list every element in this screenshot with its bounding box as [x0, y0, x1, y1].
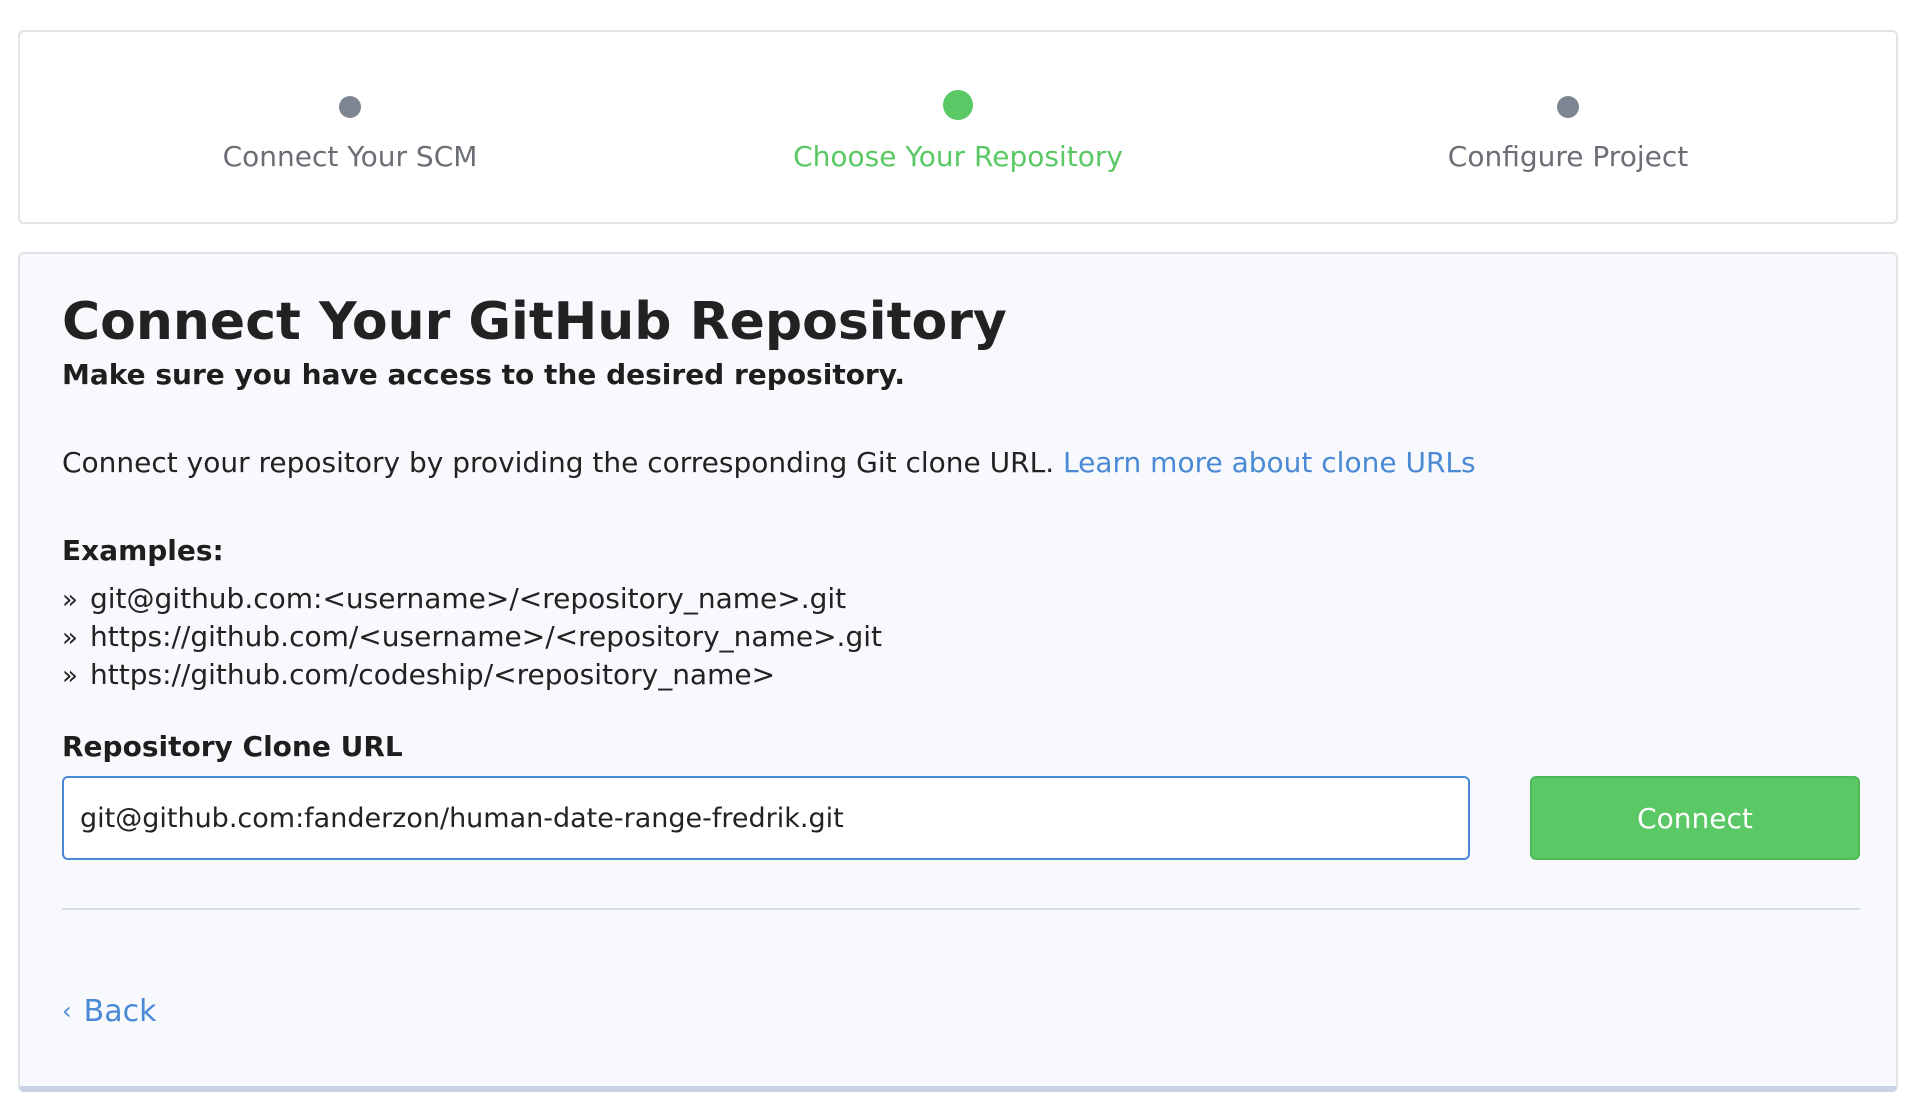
- divider: [62, 908, 1860, 910]
- learn-more-link[interactable]: Learn more about clone URLs: [1063, 446, 1476, 479]
- step-choose-repository[interactable]: Choose Your Repository: [658, 32, 1258, 222]
- example-url: https://github.com/codeship/<repository_…: [90, 658, 776, 691]
- clone-url-input[interactable]: [62, 776, 1470, 860]
- description: Connect your repository by providing the…: [62, 446, 1476, 479]
- list-item: » https://github.com/codeship/<repository…: [62, 656, 882, 694]
- back-label: Back: [83, 994, 157, 1029]
- step-label: Connect Your SCM: [222, 140, 478, 173]
- bullet-icon: »: [62, 661, 78, 691]
- step-dot-icon: [1557, 96, 1579, 118]
- step-label: Choose Your Repository: [793, 140, 1123, 173]
- step-dot-active-icon: [943, 90, 973, 120]
- back-link[interactable]: ‹ Back: [62, 994, 156, 1029]
- step-dot-icon: [339, 96, 361, 118]
- examples-list: » git@github.com:<username>/<repository_n…: [62, 580, 882, 694]
- description-text: Connect your repository by providing the…: [62, 446, 1055, 479]
- connect-repository-card: Connect Your GitHub Repository Make sure…: [18, 252, 1898, 1092]
- bullet-icon: »: [62, 623, 78, 653]
- step-configure-project[interactable]: Configure Project: [1268, 32, 1868, 222]
- page-subtitle: Make sure you have access to the desired…: [62, 358, 906, 391]
- clone-url-label: Repository Clone URL: [62, 730, 403, 763]
- step-label: Configure Project: [1447, 140, 1689, 173]
- wizard-steps: Connect Your SCM Choose Your Repository …: [18, 30, 1898, 224]
- step-connect-scm[interactable]: Connect Your SCM: [50, 32, 650, 222]
- list-item: » https://github.com/<username>/<reposito…: [62, 618, 882, 656]
- chevron-left-icon: ‹: [62, 997, 72, 1025]
- example-url: https://github.com/<username>/<repositor…: [90, 620, 882, 653]
- connect-button[interactable]: Connect: [1530, 776, 1860, 860]
- bullet-icon: »: [62, 585, 78, 615]
- examples-heading: Examples:: [62, 534, 224, 567]
- page-title: Connect Your GitHub Repository: [62, 292, 1007, 352]
- list-item: » git@github.com:<username>/<repository_n…: [62, 580, 882, 618]
- example-url: git@github.com:<username>/<repository_na…: [90, 582, 847, 615]
